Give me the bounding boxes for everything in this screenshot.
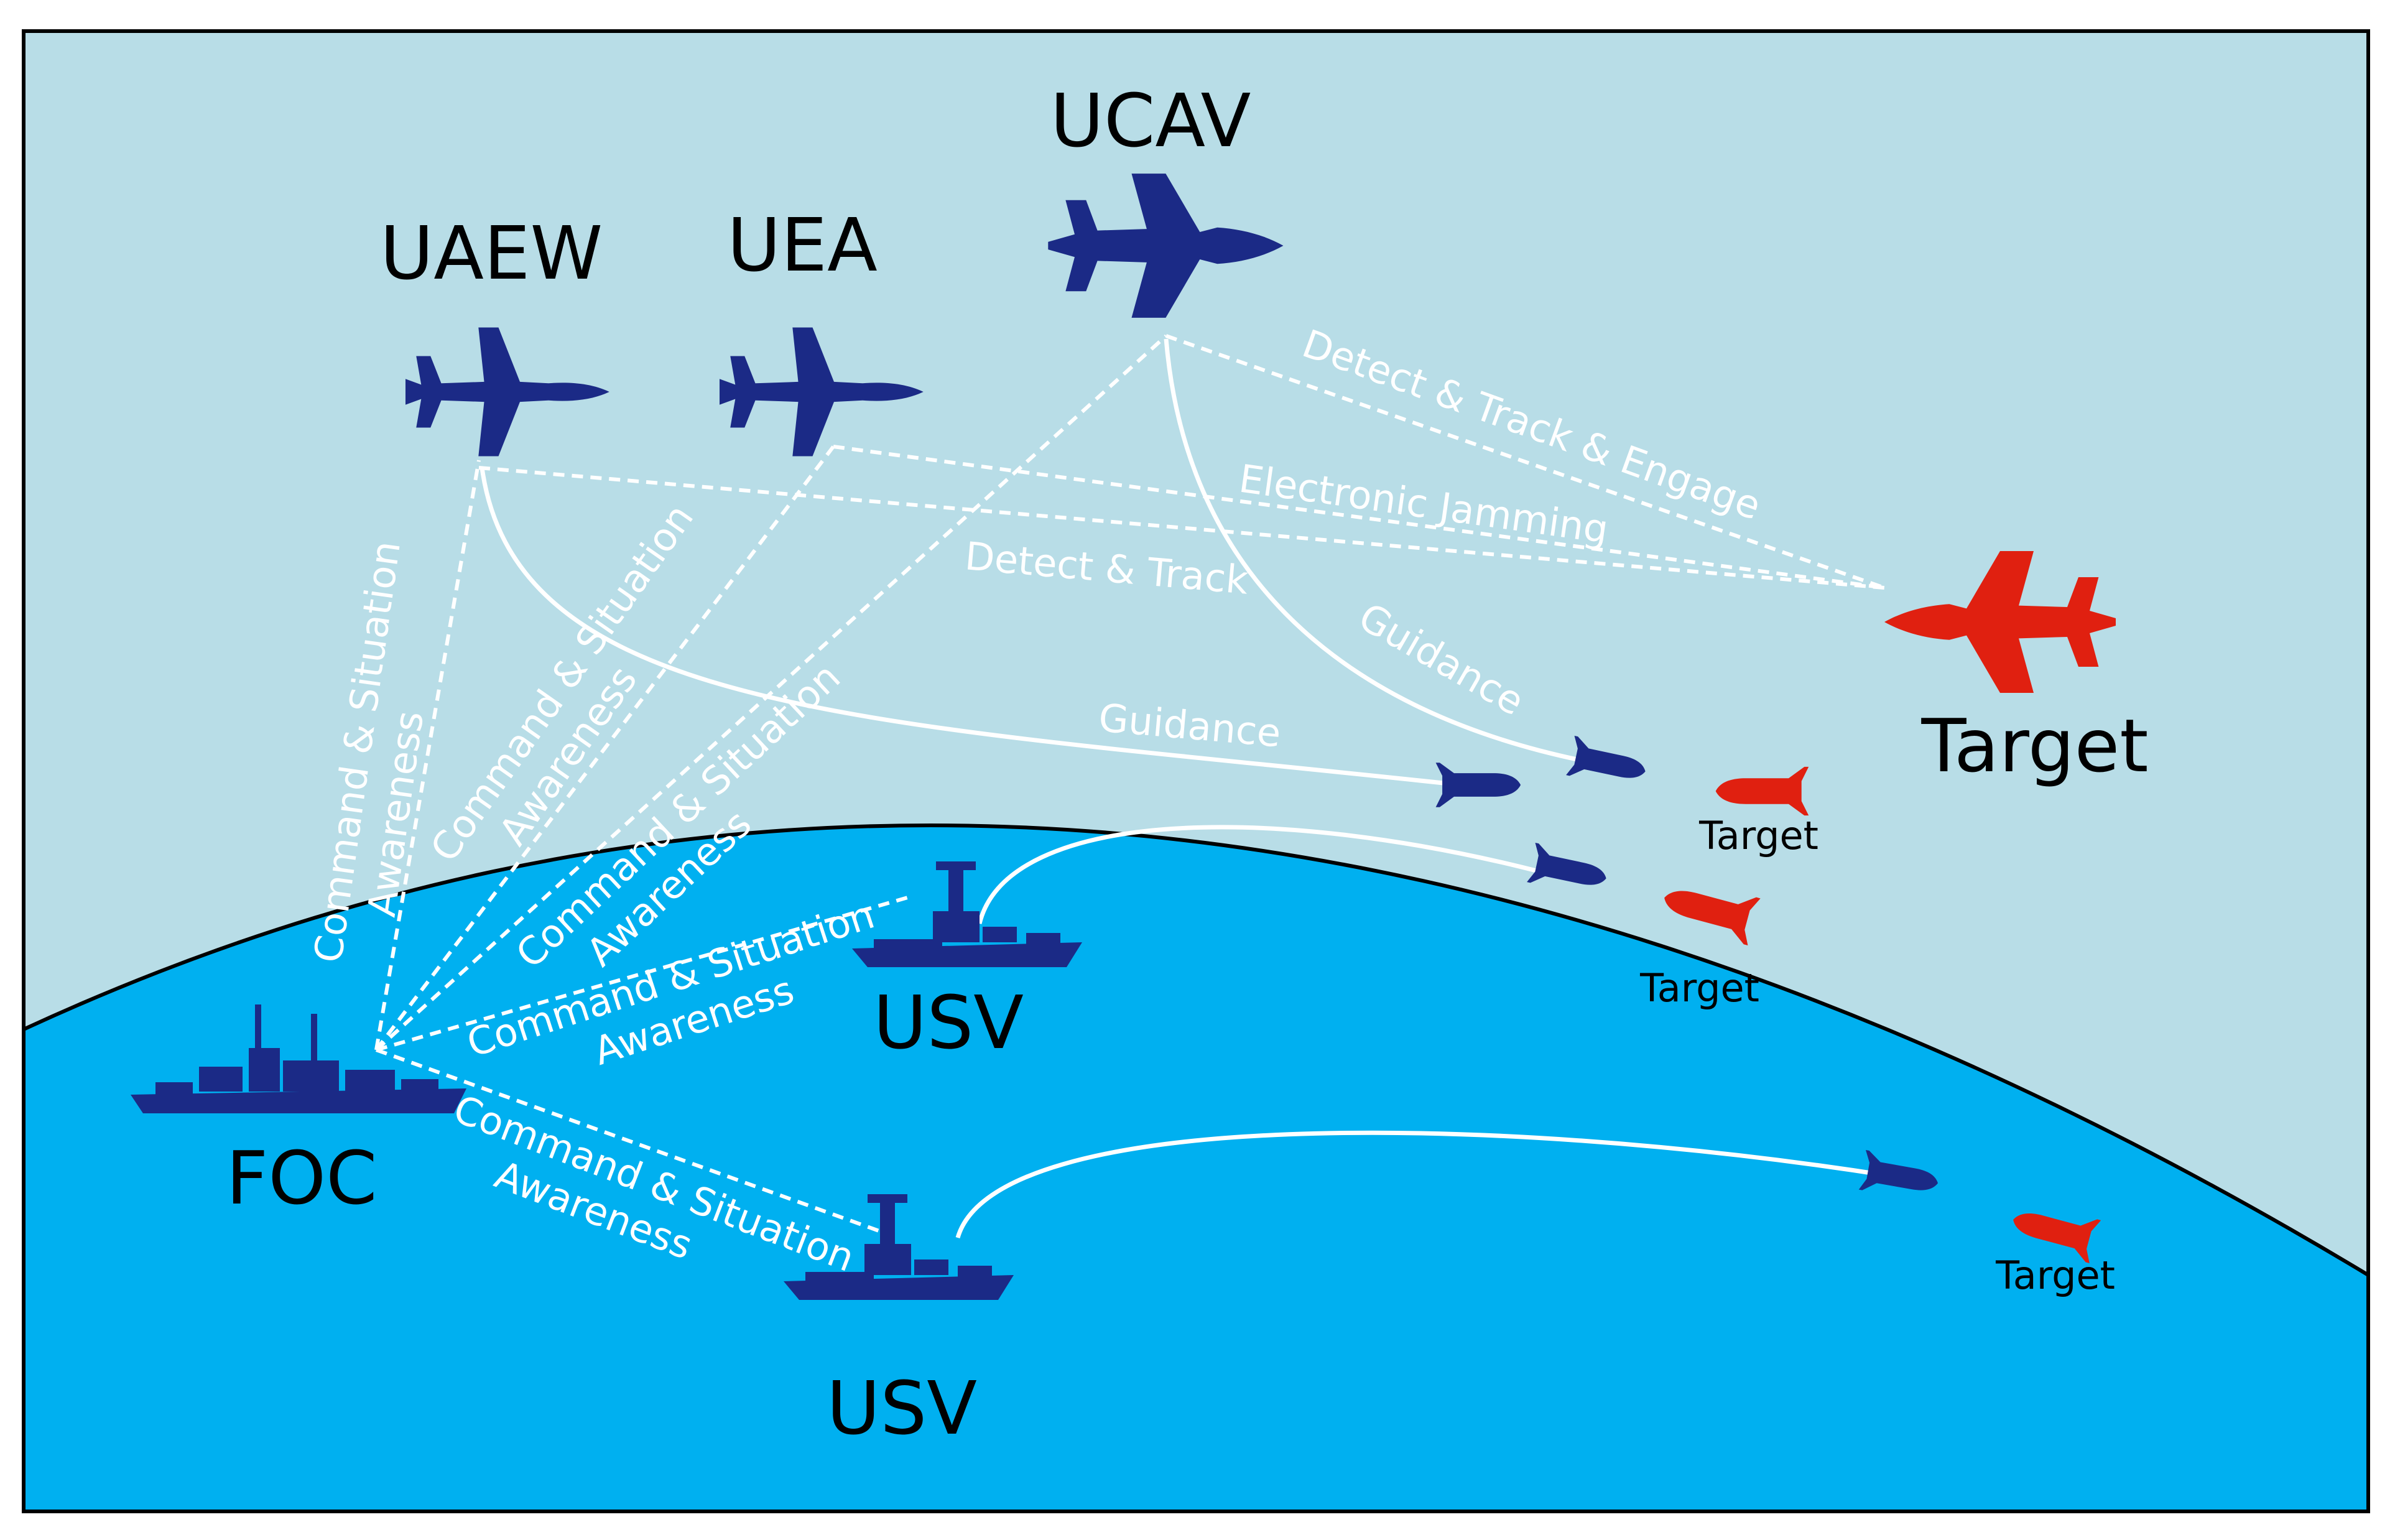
link-foc-ucav — [374, 334, 1168, 1052]
link-uaew-target — [478, 466, 1885, 590]
dashed-links — [374, 334, 1885, 1236]
target-aircraft-label: Target — [1920, 703, 2148, 789]
usv-lower-guidance-curve — [955, 1130, 1888, 1238]
uaew-guidance-curve — [479, 467, 1450, 786]
usv-upper-guidance-curve — [977, 825, 1549, 924]
link-ucav-target — [1165, 334, 1885, 590]
link-foc-uaew — [374, 460, 481, 1051]
foc-label: FOC — [226, 1135, 377, 1221]
usv-upper-label: USV — [873, 980, 1024, 1065]
ucav-label: UCAV — [1050, 78, 1251, 164]
target-small-label-1: Target — [1698, 813, 1818, 858]
target-small-label-2: Target — [1639, 965, 1759, 1011]
earth-horizon — [22, 823, 2370, 1513]
target-small-label-3: Target — [1995, 1253, 2115, 1298]
ucav-guidance-curve — [1164, 338, 1590, 764]
usv-lower-label: USV — [827, 1365, 977, 1451]
frame-border — [22, 29, 2370, 1513]
uaew-label: UAEW — [380, 210, 603, 296]
uea-label: UEA — [727, 202, 878, 288]
link-foc-usv-lower — [375, 1048, 891, 1236]
guidance-curves — [479, 338, 1888, 1238]
link-uea-target — [833, 445, 1885, 590]
link-foc-uea — [374, 445, 835, 1051]
